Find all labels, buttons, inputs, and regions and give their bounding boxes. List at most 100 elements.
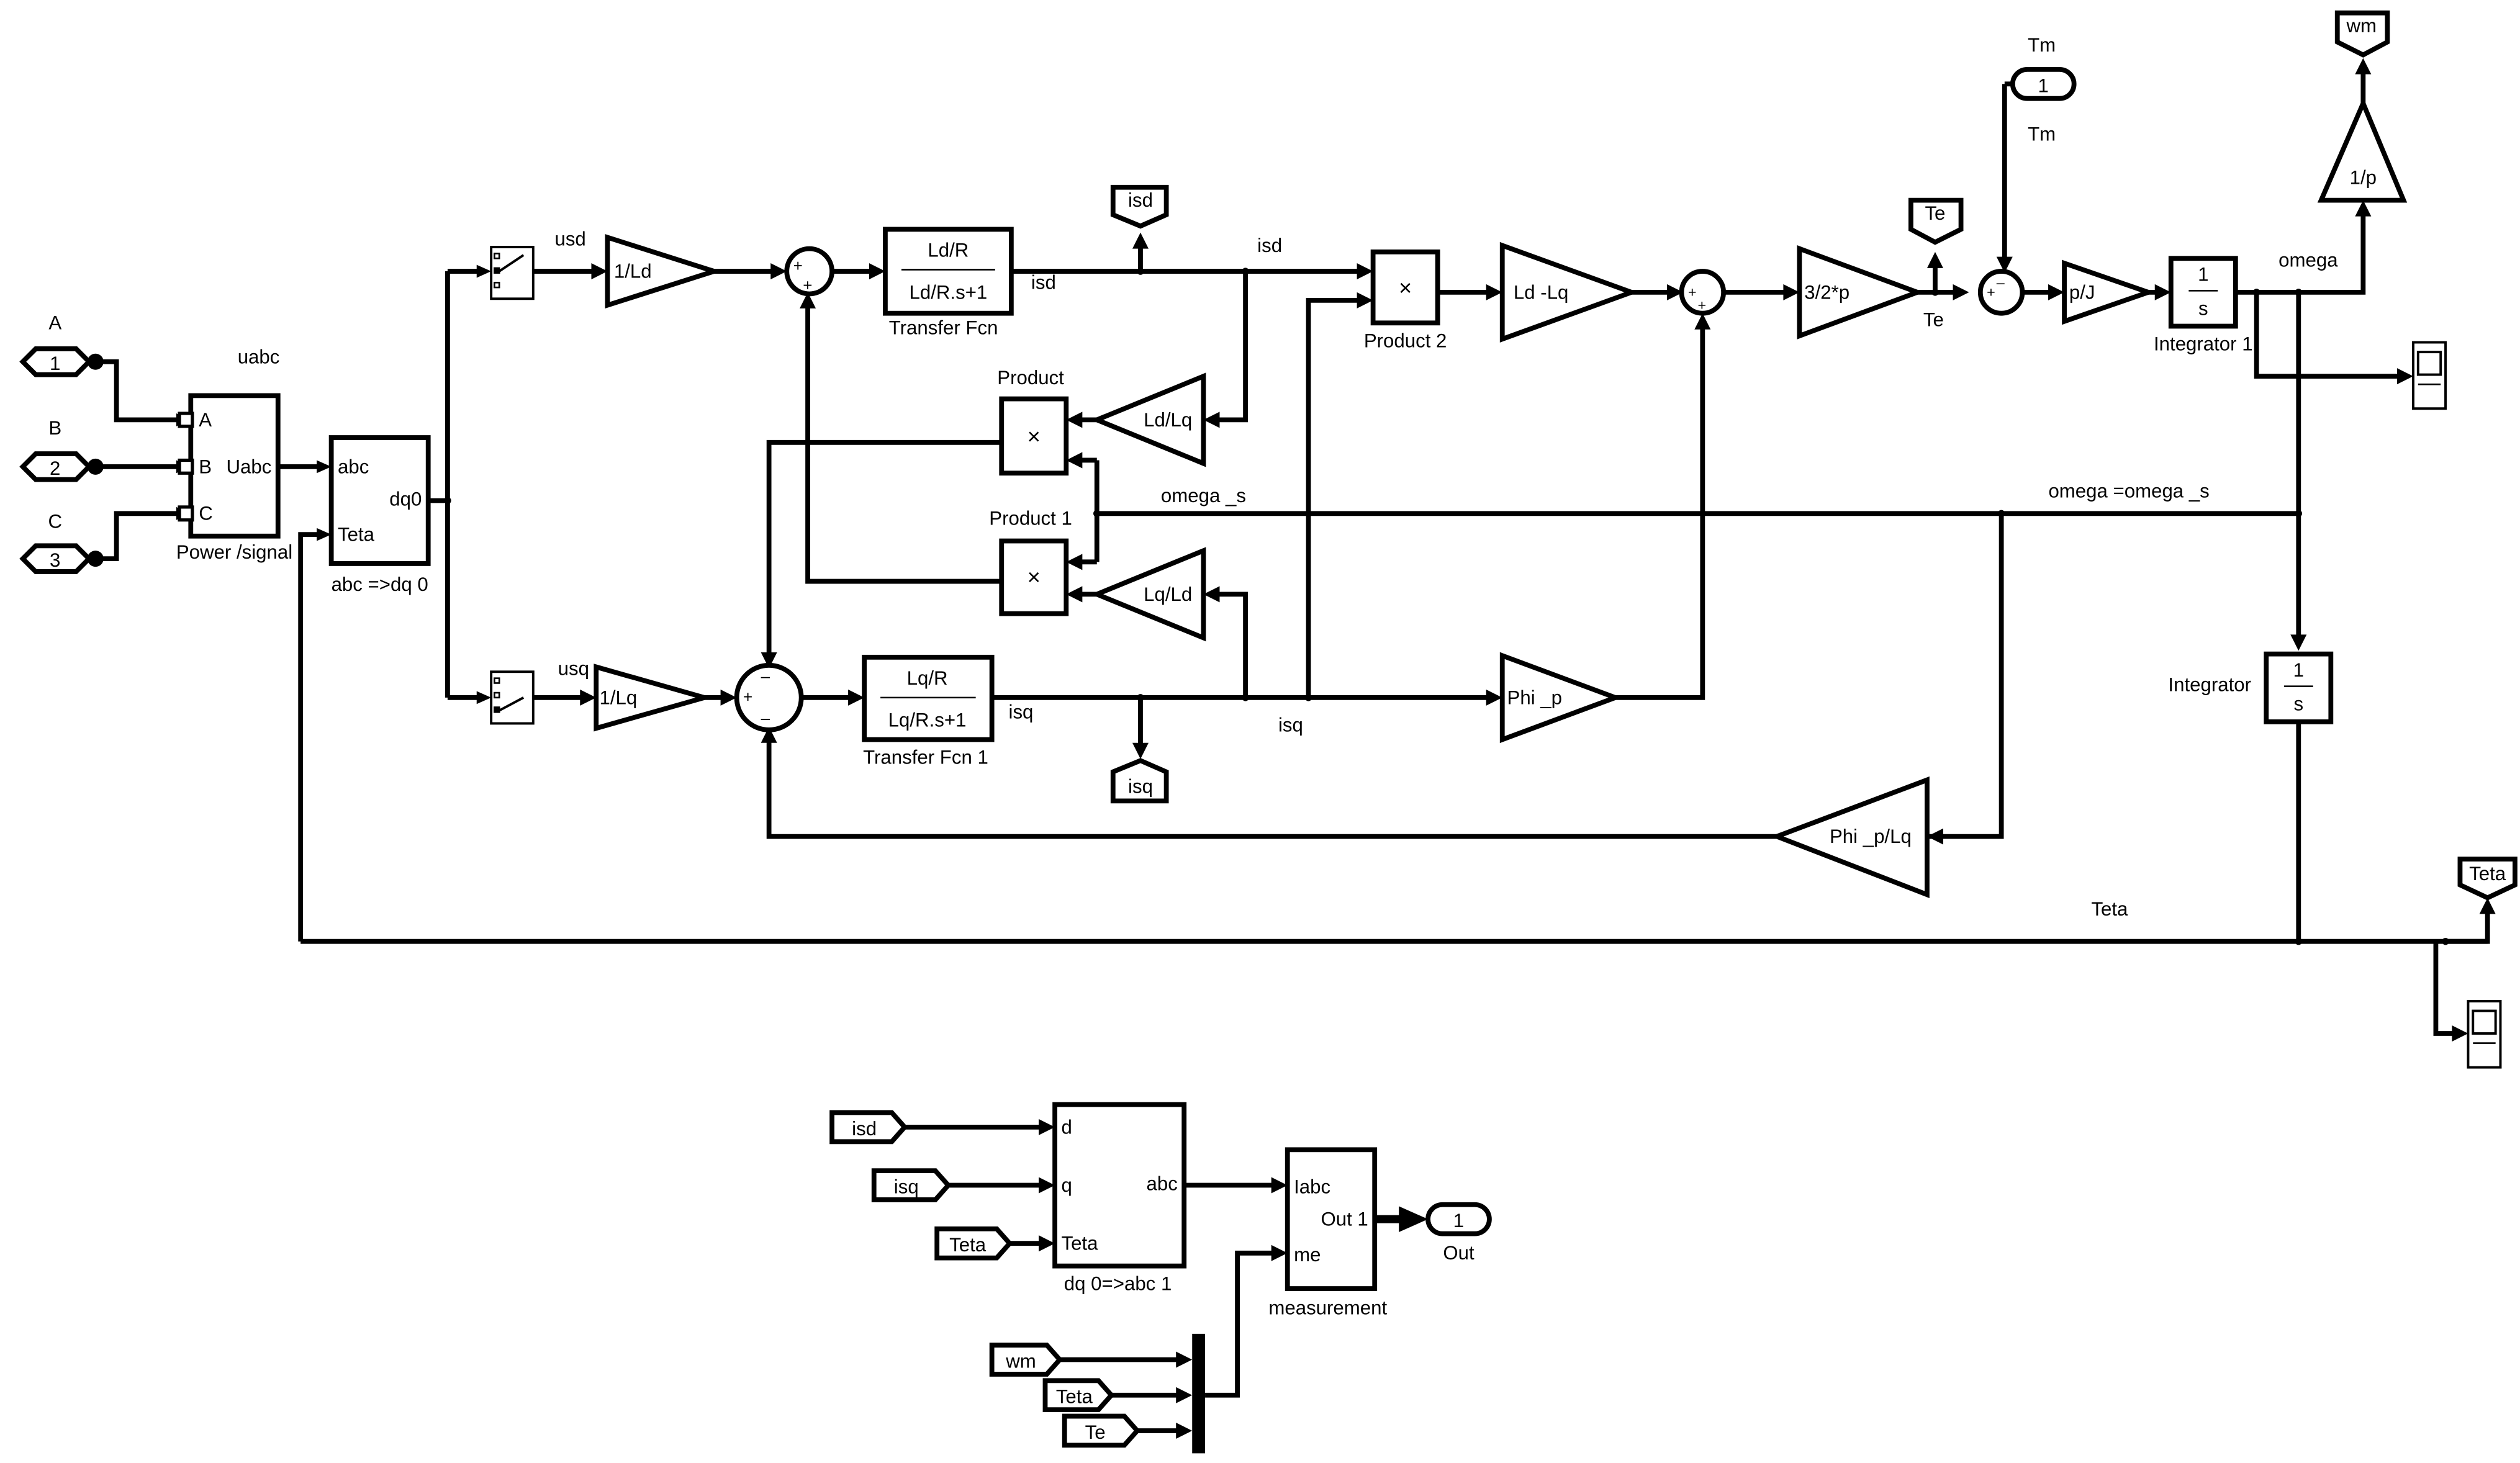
arrowhead [1271, 1177, 1288, 1194]
integrator-1[interactable]: 1 s Integrator 1 [2154, 256, 2253, 355]
product-symbol: × [1027, 423, 1041, 449]
sum-tm-sign: – [1997, 274, 2005, 290]
sum-d-sign: + [803, 276, 812, 294]
mux-bar[interactable] [1192, 1333, 1206, 1454]
transfer-fcn-d-body [883, 227, 1014, 316]
sum-q-sign: – [761, 667, 770, 685]
gain-1-lq[interactable]: 1/Lq [594, 664, 713, 732]
gain-ld-lq[interactable]: Ld/Lq [1090, 372, 1206, 467]
product2-block[interactable]: × Product 2 [1364, 249, 1447, 351]
gain-lq-ld[interactable]: Lq/Ld [1090, 547, 1206, 642]
abc-dq0-block[interactable]: abc Teta dq0 abc =>dq 0 [328, 435, 431, 595]
inport-c-number: 3 [50, 549, 60, 571]
goto-te[interactable]: Te [1908, 197, 1964, 245]
goto-te-shape [1908, 197, 1964, 245]
sum-q[interactable]: – + – [734, 662, 804, 732]
arrowhead [1486, 689, 1502, 706]
outport[interactable]: 1 Out [1425, 1202, 1492, 1264]
from-wm-shape [989, 1343, 1064, 1377]
dq0-abc-block[interactable]: d q Teta abc dq 0=>abc 1 [1052, 1102, 1187, 1295]
product-name: Product [997, 367, 1064, 389]
inport-tm[interactable]: Tm 1 Tm [2010, 34, 2077, 145]
from-teta-2[interactable]: Teta [1042, 1378, 1115, 1413]
arrowhead [770, 263, 787, 280]
transfer-fcn-q-num: Lq/R [907, 667, 948, 689]
gain-p-j[interactable]: p/J [2062, 259, 2156, 325]
branch-dot [1997, 510, 2005, 518]
integrator-1-name: Integrator 1 [2154, 333, 2253, 355]
transfer-fcn-q-name: Transfer Fcn 1 [863, 747, 988, 768]
product-block[interactable]: Product × [997, 367, 1069, 476]
gain-phi-p[interactable]: Phi _p [1499, 652, 1623, 744]
arrowhead [761, 726, 777, 743]
gain-1-p-label: 1/p [2350, 167, 2377, 189]
gain-1-ld-label: 1/Ld [614, 260, 652, 282]
gain-1-lq-shape [594, 664, 713, 732]
arrowhead [1039, 1119, 1055, 1135]
from-te[interactable]: Te [1062, 1413, 1141, 1448]
abc-dq0-out: dq0 [389, 488, 422, 510]
goto-teta[interactable]: Teta [2457, 857, 2518, 901]
goto-wm-shape [2334, 10, 2390, 58]
from-teta-1[interactable]: Teta [934, 1226, 1013, 1261]
dq0-abc-body [1052, 1102, 1187, 1269]
port-b-square [178, 458, 194, 475]
arrowhead [1203, 586, 1220, 603]
wire-product1-out [805, 302, 1002, 584]
branch-dot [2442, 937, 2449, 945]
measurement-name: measurement [1268, 1297, 1387, 1319]
goto-isd[interactable]: isd [1110, 184, 1169, 229]
arrowhead [1039, 1235, 1055, 1252]
sum-tm[interactable]: + – [1977, 269, 2025, 316]
product-body [999, 396, 1069, 476]
gain-1-p-shape [2317, 97, 2408, 203]
gain-1-p[interactable]: 1/p [2317, 97, 2408, 203]
product1-block[interactable]: Product 1 × [989, 508, 1072, 616]
integrator[interactable]: Integrator 1 s [2168, 651, 2334, 724]
gain-1-lq-label: 1/Lq [599, 686, 637, 708]
gain-ld-minus-lq-shape [1499, 241, 1639, 343]
from-teta-2-shape [1042, 1378, 1115, 1413]
gain-3-2p-label: 3/2*p [1804, 281, 1849, 303]
inport-a[interactable]: A 1 [19, 312, 104, 377]
arrowhead [869, 263, 885, 280]
from-isd-shape [829, 1110, 908, 1145]
gain-p-j-shape [2062, 259, 2156, 325]
from-isq[interactable]: isq [871, 1168, 952, 1202]
selector-q-pin [494, 677, 500, 684]
sum-te[interactable]: + + [1679, 269, 1727, 316]
dq0-abc-in3: Teta [1062, 1233, 1099, 1254]
gain-lq-ld-label: Lq/Ld [1144, 583, 1192, 605]
inport-c[interactable]: C 3 [19, 511, 104, 574]
sum-d[interactable]: + + [784, 246, 834, 297]
selector-q[interactable] [490, 670, 535, 725]
arrowhead [1996, 256, 2013, 273]
from-isd[interactable]: isd [829, 1110, 908, 1145]
inport-tm-number: 1 [2038, 74, 2049, 96]
scope-omega[interactable] [2412, 341, 2447, 410]
from-teta-1-shape [934, 1226, 1013, 1261]
gain-ld-minus-lq[interactable]: Ld -Lq [1499, 241, 1639, 343]
goto-isq[interactable]: isq [1110, 758, 1169, 804]
inport-b[interactable]: B 2 [19, 417, 104, 482]
goto-wm-tag: wm [2346, 15, 2377, 37]
isq-wire-label-1: isq [1009, 701, 1034, 723]
from-wm[interactable]: wm [989, 1343, 1064, 1377]
goto-wm[interactable]: wm [2334, 10, 2390, 58]
transfer-fcn-d[interactable]: Ld/R Ld/R.s+1 Transfer Fcn [883, 227, 1014, 339]
gain-phi-p-lq[interactable]: Phi _p/Lq [1770, 776, 1930, 898]
gain-phi-p-label: Phi _p [1507, 686, 1562, 708]
power-signal-block[interactable]: uabc A B C Uabc Power /signal [176, 346, 292, 563]
gain-phi-p-lq-label: Phi _p/Lq [1830, 826, 1912, 847]
inport-tm-shape [2010, 66, 2077, 101]
arrowhead [2355, 58, 2372, 74]
selector-d[interactable] [490, 246, 535, 300]
gain-phi-p-lq-shape [1770, 776, 1930, 898]
scope-teta[interactable] [2467, 1000, 2502, 1069]
transfer-fcn-q[interactable]: Lq/R Lq/R.s+1 Transfer Fcn 1 [862, 654, 995, 768]
gain-1-ld[interactable]: 1/Ld [605, 234, 723, 309]
gain-3-2p[interactable]: 3/2*p [1797, 245, 1925, 340]
measurement-block[interactable]: Iabc me Out 1 measurement [1268, 1147, 1387, 1319]
omega-label: omega [2278, 249, 2338, 271]
from-isd-tag: isd [852, 1118, 877, 1140]
